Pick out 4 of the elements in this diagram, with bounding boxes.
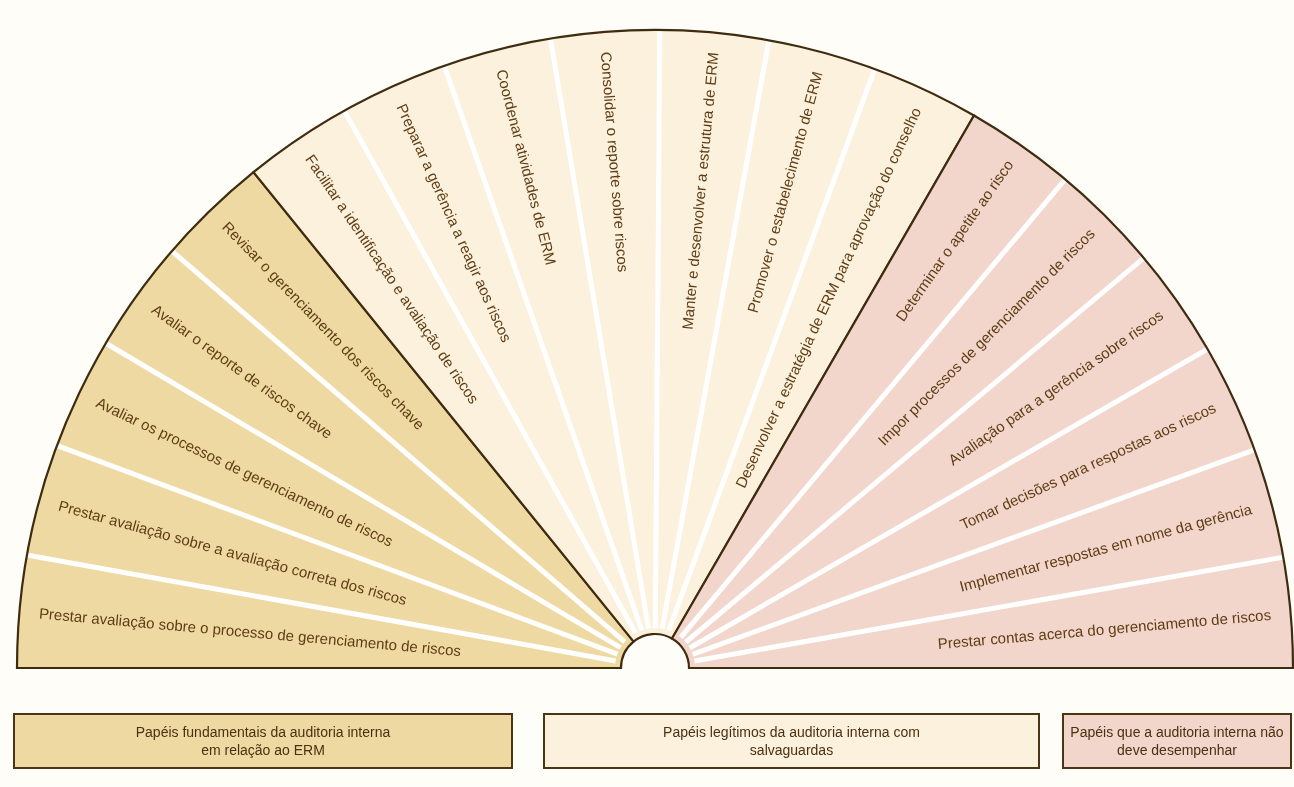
legend-box: Papéis fundamentais da auditoria interna em relação ao ERM: [13, 713, 513, 769]
legend-box: Papéis que a auditoria interna não deve desempenhar: [1062, 713, 1292, 769]
role-label: Prestar avaliação sobre o processo de gerenciamento de riscos: [38, 604, 598, 672]
legend-box: Papéis legítimos da auditoria interna com salvaguardas: [543, 713, 1040, 769]
